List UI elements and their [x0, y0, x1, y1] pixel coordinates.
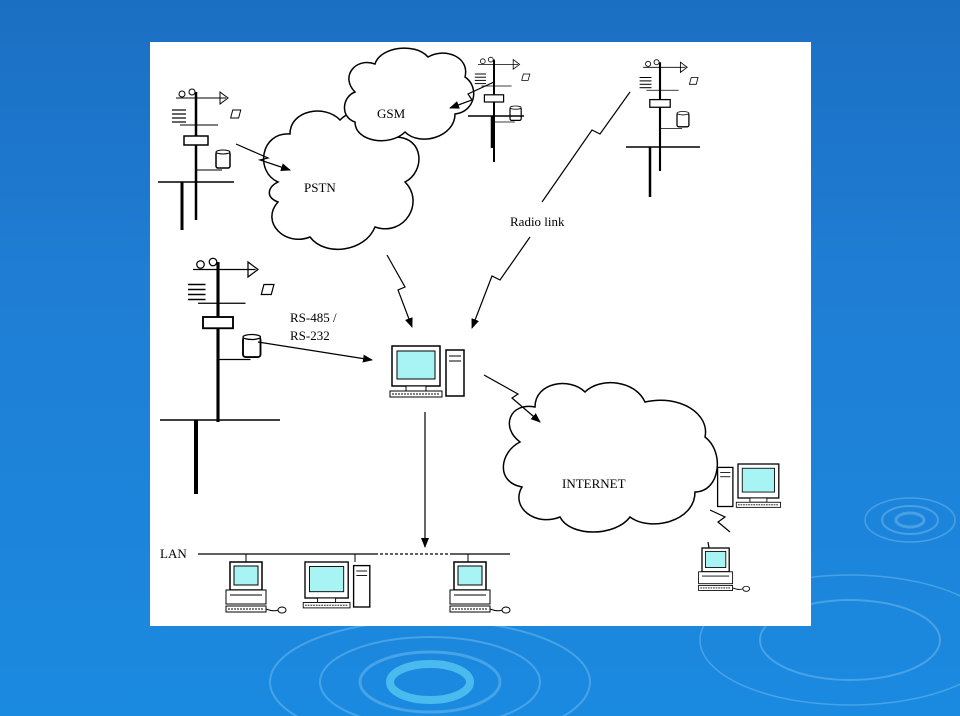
gsm-cloud: GSM: [343, 47, 475, 142]
lan-label: LAN: [160, 546, 187, 561]
internet-label: INTERNET: [562, 476, 626, 491]
internet-cloud: INTERNET: [502, 382, 719, 533]
network-diagram-panel: PSTN GSM INTERNET: [150, 42, 811, 626]
link-lines: [235, 81, 731, 555]
rs485-label: RS-485 /: [290, 310, 337, 325]
internet-client-1: [716, 463, 781, 508]
weather-station-gsm: [468, 56, 531, 164]
rs-link-arrow: [257, 341, 373, 363]
lan-server: [302, 561, 371, 609]
rs232-label: RS-232: [290, 328, 330, 343]
pstn-cloud: PSTN: [262, 110, 420, 251]
weather-station-pstn: [158, 87, 243, 230]
internet-client-2: [697, 547, 751, 592]
gsm-label: GSM: [377, 106, 406, 121]
weather-station-wired: [160, 256, 280, 494]
lan-workstation-1: [225, 561, 287, 614]
network-diagram: PSTN GSM INTERNET: [158, 47, 781, 614]
lan-workstation-2: [449, 561, 511, 614]
weather-station-radio: [626, 58, 700, 197]
radio-link-label: Radio link: [510, 214, 565, 229]
central-server: [389, 345, 465, 398]
lan-bus: LAN: [160, 546, 510, 562]
pstn-label: PSTN: [304, 180, 336, 195]
